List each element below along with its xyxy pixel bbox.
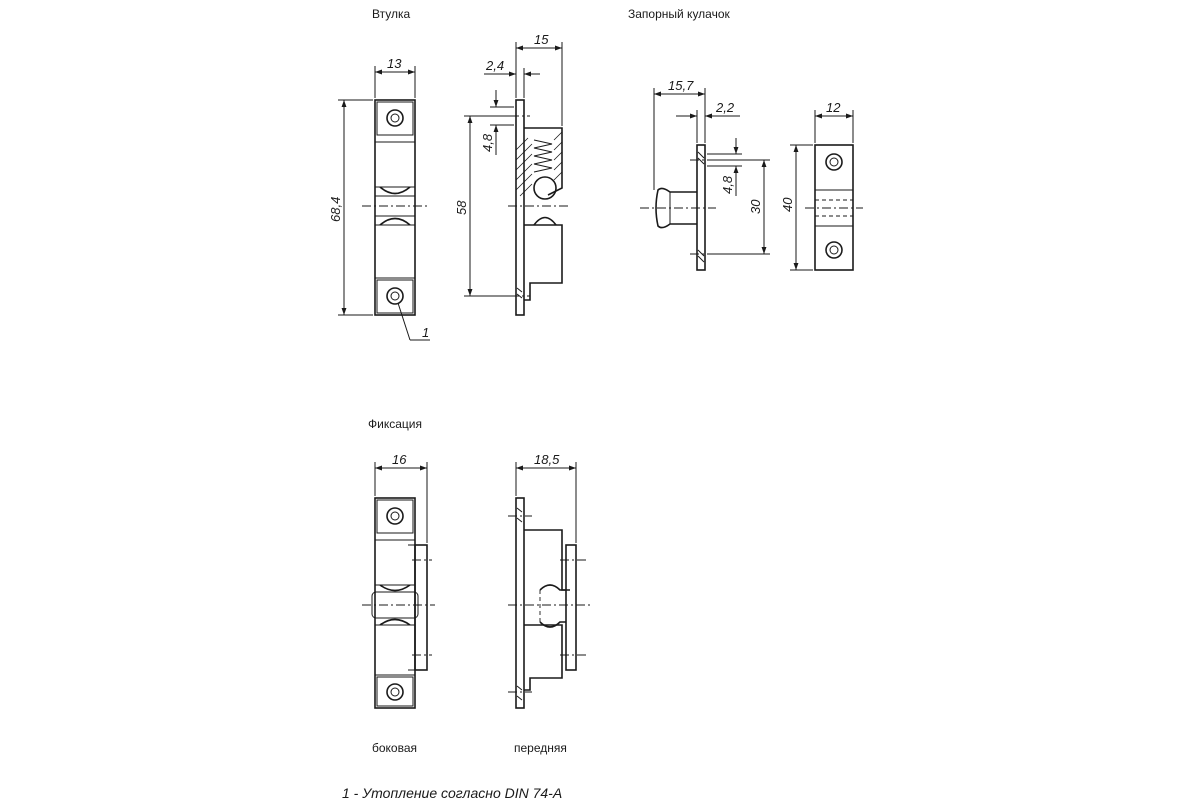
dim-bushing-hole-offset: 4,8 (480, 90, 514, 155)
title-striker: Запорный кулачок (628, 7, 731, 21)
dim-striker-hole-spacing: 30 (707, 159, 770, 255)
dim-striker-plate: 2,2 (676, 100, 740, 143)
label-side-view: боковая (372, 741, 417, 755)
svg-text:16: 16 (392, 452, 407, 467)
svg-text:18,5: 18,5 (534, 452, 560, 467)
striker-front-view (805, 144, 863, 271)
dim-striker-width: 12 (814, 100, 854, 143)
svg-text:13: 13 (387, 56, 402, 71)
fixation-front-view (508, 497, 590, 709)
svg-text:2,2: 2,2 (715, 100, 735, 115)
bushing-side-section (508, 99, 570, 316)
dim-bushing-depth: 15 (515, 32, 563, 126)
dim-fixation-width: 16 (374, 452, 428, 543)
svg-text:68,4: 68,4 (328, 197, 343, 222)
dim-striker-height: 40 (780, 144, 813, 271)
dim-bushing-plate: 2,4 (484, 58, 540, 98)
bushing-front-view: 1 (362, 99, 430, 341)
dim-striker-depth: 15,7 (653, 78, 706, 190)
dim-bushing-width: 13 (374, 56, 416, 98)
svg-text:4,8: 4,8 (480, 133, 495, 152)
title-bushing: Втулка (372, 7, 410, 21)
dim-fixation-depth: 18,5 (515, 452, 577, 543)
callout-number: 1 (422, 325, 429, 340)
svg-text:30: 30 (748, 199, 763, 214)
svg-text:15,7: 15,7 (668, 78, 694, 93)
dim-striker-hole-offset: 4,8 (707, 138, 742, 196)
svg-text:58: 58 (454, 200, 469, 215)
striker-side-view (640, 144, 716, 271)
svg-text:40: 40 (780, 197, 795, 212)
svg-text:2,4: 2,4 (485, 58, 504, 73)
fixation-side-view (362, 497, 435, 709)
svg-text:15: 15 (534, 32, 549, 47)
svg-text:12: 12 (826, 100, 841, 115)
dim-bushing-hole-spacing: 58 (454, 115, 514, 297)
label-front-view: передняя (514, 741, 567, 755)
title-fixation: Фиксация (368, 417, 422, 431)
dim-bushing-height: 68,4 (328, 99, 373, 316)
footnote: 1 - Утопление согласно DIN 74-A (342, 785, 562, 800)
svg-text:4,8: 4,8 (720, 175, 735, 194)
